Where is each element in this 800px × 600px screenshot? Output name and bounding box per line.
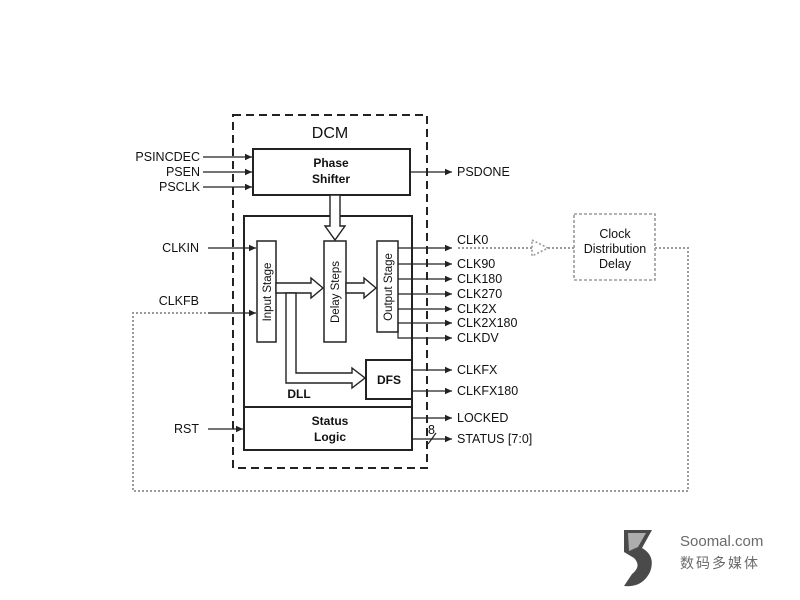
clkdv-wire bbox=[397, 322, 452, 342]
dll-label: DLL bbox=[287, 387, 310, 401]
output-stage-block bbox=[376, 240, 399, 333]
psdone-label: PSDONE bbox=[457, 165, 510, 179]
dcm-boundary bbox=[232, 114, 428, 469]
phase-shifter-label-line1: Phase bbox=[313, 156, 349, 170]
input-to-dfs-arrow bbox=[285, 292, 367, 390]
clk270-label: CLK270 bbox=[457, 287, 502, 301]
watermark-cn: 数码多媒体 bbox=[680, 555, 760, 572]
clock-buffer-triangle bbox=[531, 238, 550, 258]
clock-distribution-line3: Delay bbox=[599, 257, 632, 271]
psincdec-label: PSINCDEC bbox=[135, 150, 200, 164]
clkin-label: CLKIN bbox=[162, 241, 199, 255]
output-stage-label: Output Stage bbox=[383, 253, 395, 321]
clkdv-label: CLKDV bbox=[457, 331, 499, 345]
status-logic-label-line2: Logic bbox=[314, 430, 346, 444]
status-logic-label-line1: Status bbox=[312, 414, 349, 428]
watermark-en: Soomal.com bbox=[680, 533, 763, 550]
clkfb-label: CLKFB bbox=[159, 294, 199, 308]
delay-steps-label: Delay Steps bbox=[330, 261, 342, 323]
psen-label: PSEN bbox=[166, 165, 200, 179]
dfs-block bbox=[365, 359, 413, 400]
clk0-label: CLK0 bbox=[457, 233, 488, 247]
clk2x-label: CLK2X bbox=[457, 302, 497, 316]
delay-to-output-arrow bbox=[345, 276, 378, 300]
dfs-label: DFS bbox=[377, 373, 401, 387]
clk2x180-label: CLK2X180 bbox=[457, 316, 518, 330]
rst-label: RST bbox=[174, 422, 199, 436]
status-label: STATUS [7:0] bbox=[457, 432, 532, 446]
clock-distribution-line2: Distribution bbox=[584, 242, 647, 256]
clock-distribution-delay-block bbox=[573, 213, 656, 281]
status-bus-width: 8 bbox=[428, 423, 435, 437]
soomal-logo-icon bbox=[624, 530, 652, 587]
clock-distribution-line1: Clock bbox=[599, 227, 631, 241]
dcm-title: DCM bbox=[312, 125, 348, 142]
clkfx180-label: CLKFX180 bbox=[457, 384, 518, 398]
clkfx-label: CLKFX bbox=[457, 363, 498, 377]
psclk-label: PSCLK bbox=[159, 180, 201, 194]
status-logic-block bbox=[243, 406, 413, 451]
clk180-label: CLK180 bbox=[457, 272, 502, 286]
clk90-label: CLK90 bbox=[457, 257, 495, 271]
phase-to-delay-arrow bbox=[323, 194, 347, 242]
feedback-loop-dotted bbox=[132, 247, 689, 492]
locked-label: LOCKED bbox=[457, 411, 508, 425]
input-stage-label: Input Stage bbox=[262, 263, 274, 322]
phase-shifter-label-line2: Shifter bbox=[312, 172, 350, 186]
status-bus-slash bbox=[427, 432, 437, 445]
